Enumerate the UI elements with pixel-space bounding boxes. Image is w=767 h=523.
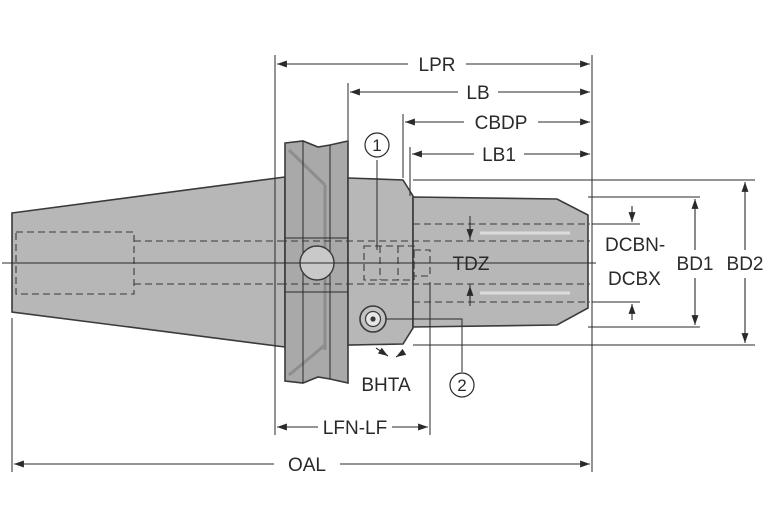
label-cbdp: CBDP [475, 113, 528, 134]
label-oal: OAL [288, 455, 326, 476]
label-lb1: LB1 [482, 145, 516, 166]
callout-two: 2 [449, 372, 475, 398]
label-tdz: TDZ [453, 254, 490, 275]
dimension-lines [13, 60, 749, 468]
taper-shank [11, 176, 286, 348]
label-bd2: BD2 [727, 254, 764, 275]
label-dcbn: DCBN- [605, 235, 665, 256]
part-geometry [2, 140, 596, 384]
label-lfn-lf: LFN-LF [323, 418, 387, 439]
label-bd1: BD1 [677, 254, 714, 275]
clamp-screw-socket [370, 316, 376, 322]
bhta-arrow-left [375, 347, 389, 357]
label-dcbx: DCBX [608, 269, 661, 290]
label-lpr: LPR [419, 55, 456, 76]
callout-one-circle [364, 132, 390, 158]
flange-chamfer-bottom [288, 343, 326, 377]
callout-one: 1 [364, 132, 390, 158]
callout-two-circle [449, 372, 475, 398]
bhta-arrow-right [395, 348, 407, 358]
flange-chamfer-top [287, 148, 327, 187]
callout-two-leader [386, 318, 463, 372]
callout-two-label: 2 [457, 376, 466, 395]
dimension-labels: LPR LB CBDP LB1 DCBN- DCBX TDZ BD1 BD2 B… [288, 55, 764, 476]
label-lb: LB [466, 83, 489, 104]
callout-one-label: 1 [372, 136, 381, 155]
nose-body [412, 196, 589, 328]
label-bhta: BHTA [361, 375, 411, 396]
